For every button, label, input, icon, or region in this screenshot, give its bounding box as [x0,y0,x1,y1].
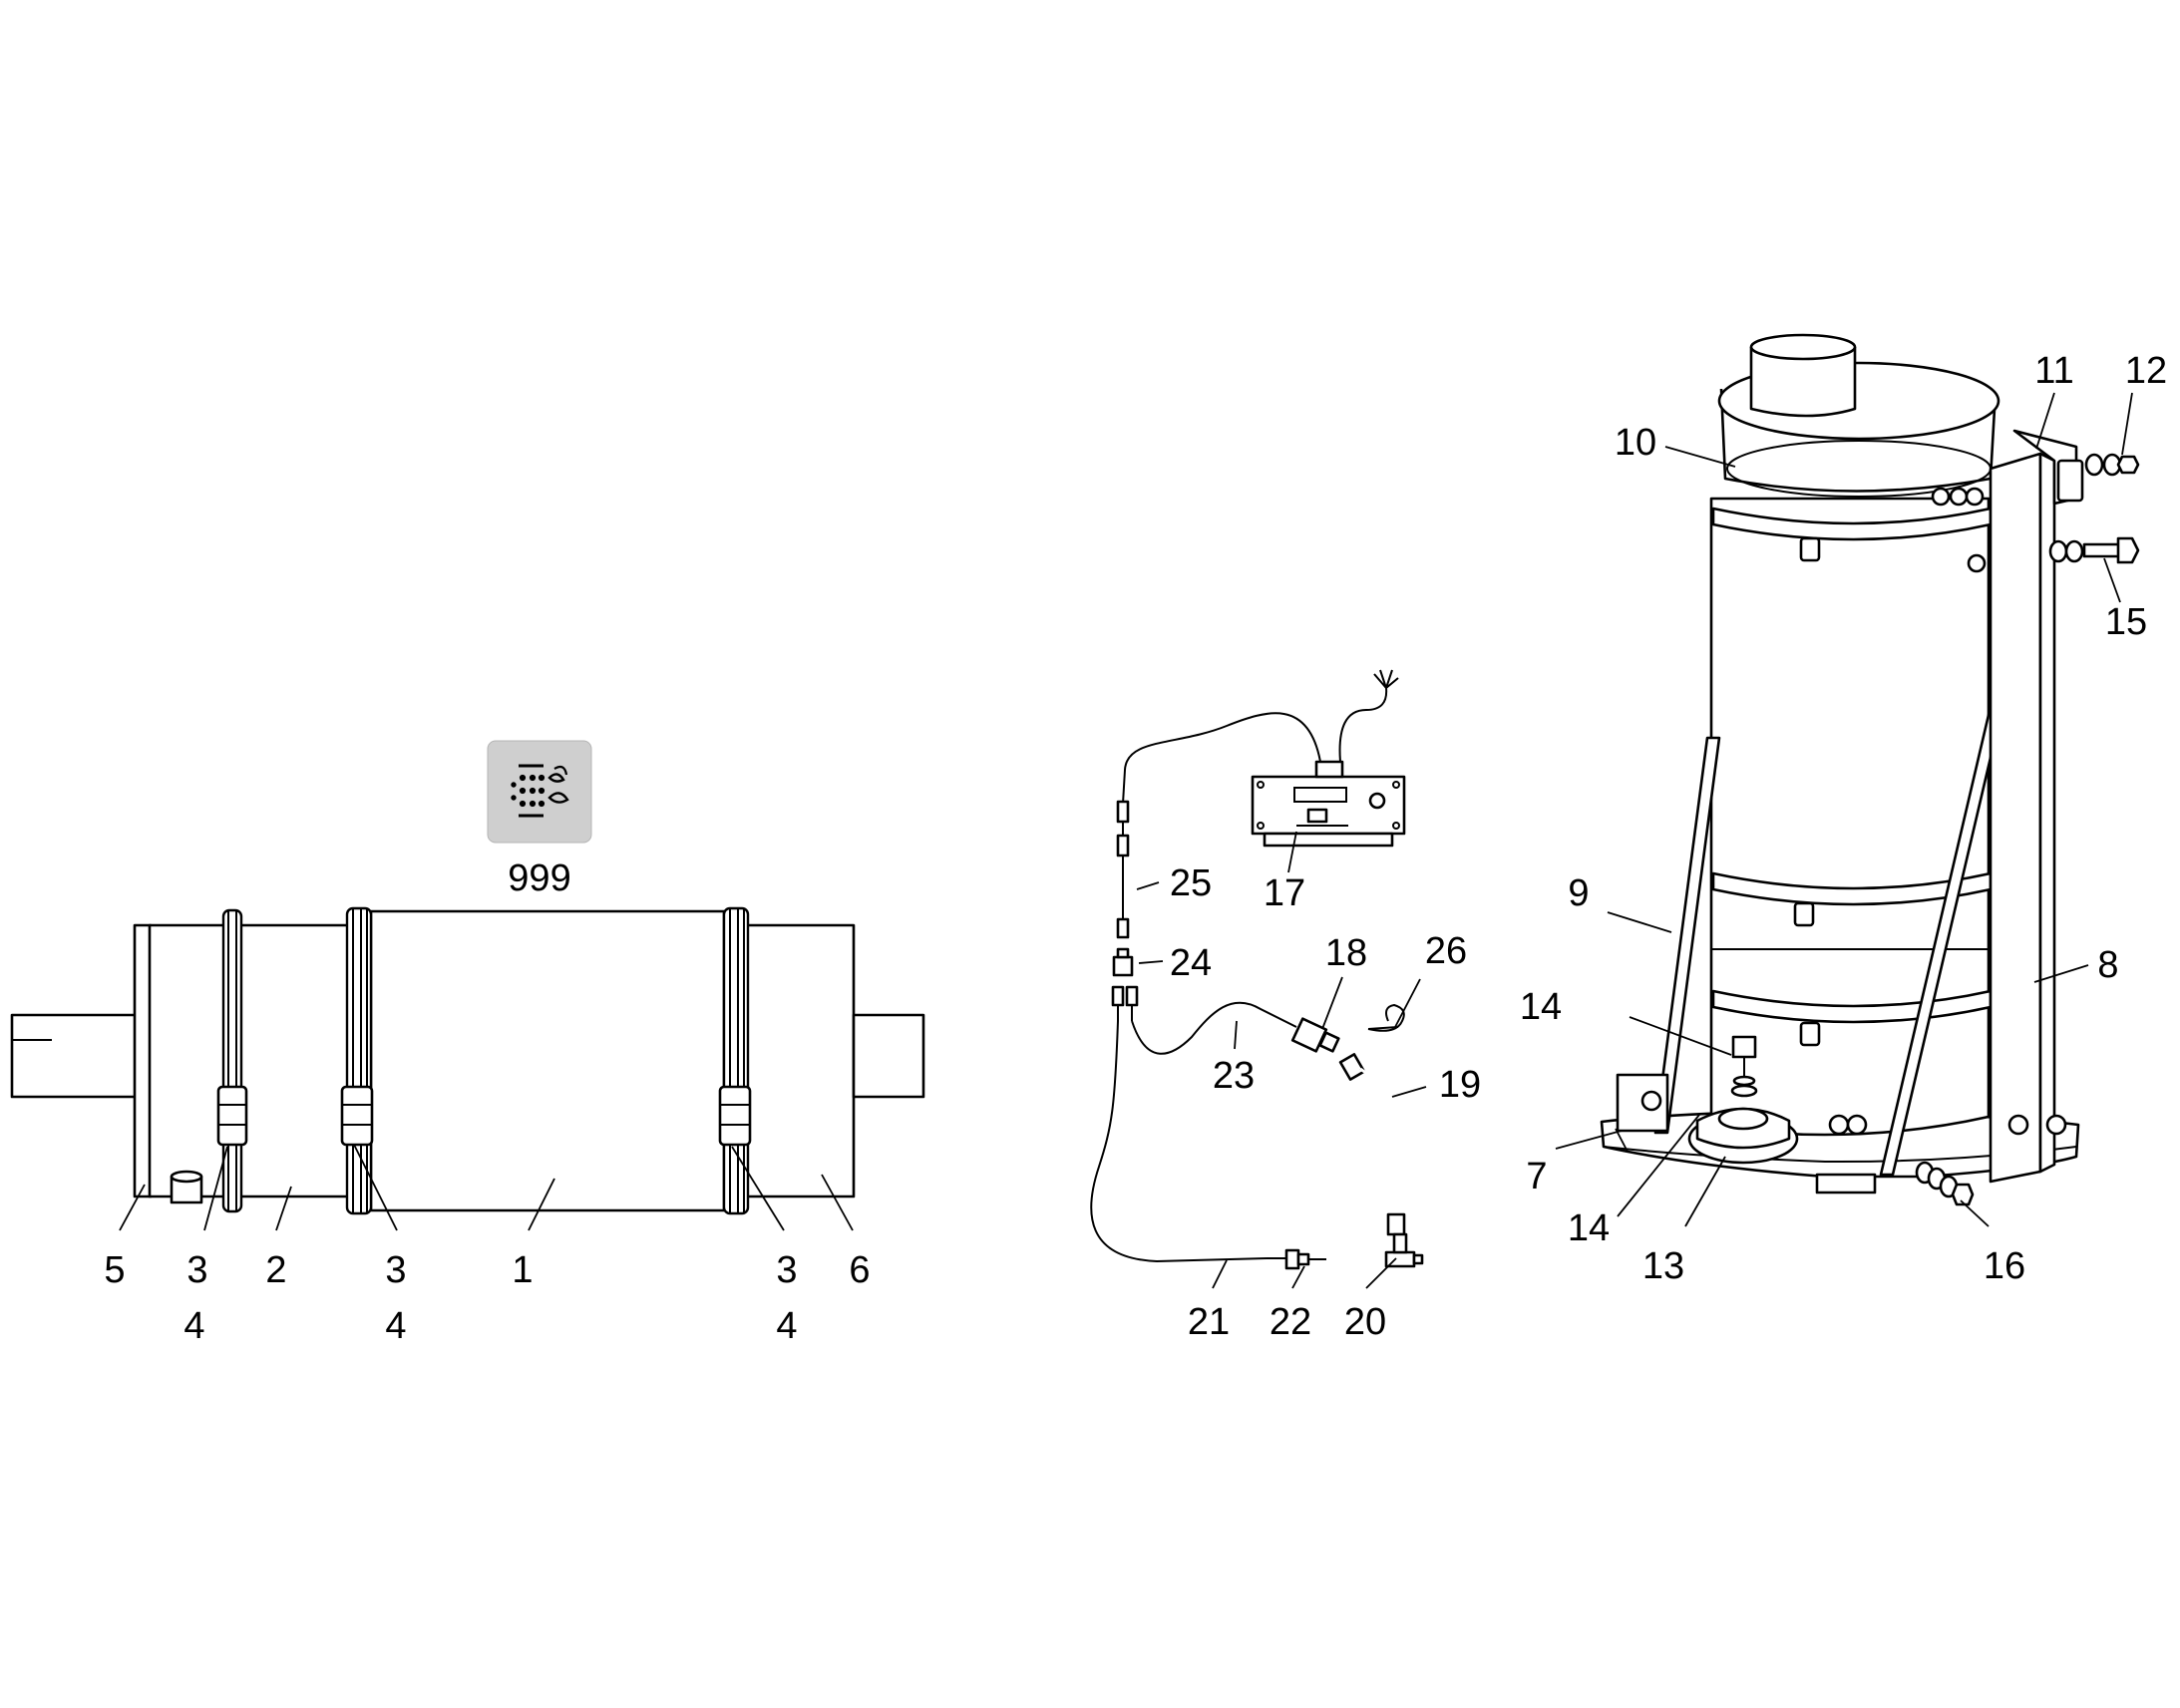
extension-cable[interactable] [1116,800,1130,939]
upright-post[interactable] [1989,452,2056,1184]
retaining-clip[interactable] [1367,1003,1405,1032]
filter-body[interactable] [369,909,726,1212]
left-brace[interactable] [1653,736,1721,1135]
callout-7[interactable]: 7 [1526,1156,1547,1197]
callout-14[interactable]: 14 [1520,986,1562,1028]
callout-3[interactable]: 3 [385,1249,406,1291]
sensor-tube[interactable] [1090,1020,1268,1263]
pressure-sensor[interactable] [1290,1017,1340,1053]
top-hardware [1931,487,1987,573]
callout-14[interactable]: 14 [1568,1207,1610,1249]
callout-6[interactable]: 6 [849,1249,870,1291]
base-bolt-set[interactable] [1915,1161,1975,1206]
outlet-section[interactable] [740,923,856,1198]
callout-23[interactable]: 23 [1213,1055,1255,1097]
sensor-hose[interactable] [1338,1053,1406,1236]
bolt-washer-set[interactable] [2048,536,2140,564]
inlet-end-cap[interactable] [133,923,153,1198]
callout-8[interactable]: 8 [2097,944,2118,986]
power-lead[interactable] [1338,687,1388,763]
callout-22[interactable]: 22 [1270,1301,1311,1343]
inlet-pipe[interactable] [10,1013,138,1099]
outlet-pipe[interactable] [852,1013,925,1099]
clamp-band-3[interactable] [718,906,752,1215]
particulate-filter-icon [511,764,569,818]
callout-9[interactable]: 9 [1568,872,1589,914]
isolation-mount[interactable] [1687,1107,1799,1165]
callout-3[interactable]: 3 [186,1249,207,1291]
callout-10[interactable]: 10 [1615,422,1656,464]
callout-4[interactable]: 4 [385,1305,406,1347]
inlet-section[interactable] [148,923,353,1198]
outlet-stack[interactable] [1749,333,1857,418]
callout-11[interactable]: 11 [2034,350,2073,392]
clamp-band-1[interactable] [216,908,248,1213]
callout-19[interactable]: 19 [1439,1064,1481,1106]
vertical-filter-stand: 10 11 12 15 9 8 14 7 14 13 16 [1520,333,2167,1287]
callout-26[interactable]: 26 [1425,930,1467,972]
callout-17[interactable]: 17 [1264,872,1305,914]
mount-bolt[interactable] [1730,1035,1758,1098]
sensor-cable[interactable] [1131,1001,1297,1055]
callout-18[interactable]: 18 [1325,932,1367,974]
sensor-boss[interactable] [170,1170,203,1204]
callout-25[interactable]: 25 [1170,862,1212,904]
callout-20[interactable]: 20 [1344,1301,1386,1343]
callout-3[interactable]: 3 [776,1249,797,1291]
base-hardware [1828,1114,2067,1136]
split-connectors [1111,985,1139,1021]
monitor-kit: 17 25 24 18 26 23 19 21 22 20 [1090,669,1481,1343]
callout-15[interactable]: 15 [2105,601,2147,643]
nut-washer-set[interactable] [2084,453,2140,477]
callout-5[interactable]: 5 [104,1249,125,1291]
tube-fitting[interactable] [1284,1248,1326,1270]
callout-2[interactable]: 2 [265,1249,286,1291]
connector[interactable] [1112,947,1134,977]
left-foot-bracket[interactable] [1616,1073,1669,1133]
tee-fitting[interactable] [1384,1232,1424,1268]
symbol-code: 999 [508,857,570,899]
callout-4[interactable]: 4 [183,1305,204,1347]
callout-21[interactable]: 21 [1188,1301,1230,1343]
display-harness[interactable] [1122,712,1321,805]
callout-24[interactable]: 24 [1170,942,1212,984]
muffler-assembly: 5 3 2 3 1 3 6 4 4 4 [10,906,925,1347]
clamp-band-2[interactable] [340,906,374,1215]
mounting-tab[interactable] [2012,429,2084,506]
callout-13[interactable]: 13 [1642,1245,1684,1287]
callout-16[interactable]: 16 [1984,1245,2025,1287]
monitor-unit[interactable] [1251,760,1406,848]
callout-1[interactable]: 1 [512,1249,533,1291]
callout-4[interactable]: 4 [776,1305,797,1347]
callout-12[interactable]: 12 [2125,350,2167,392]
symbol-999-group[interactable]: 999 [487,740,592,899]
